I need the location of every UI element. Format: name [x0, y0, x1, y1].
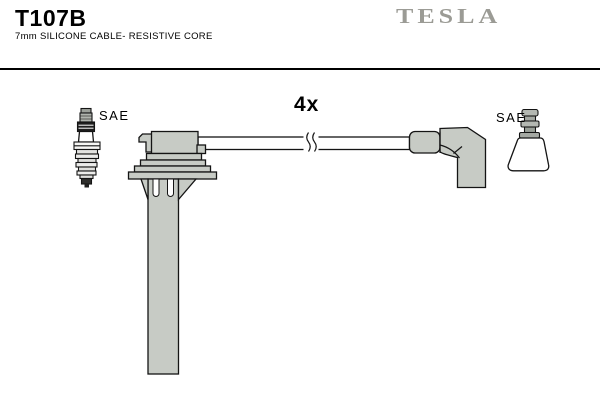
sae-label-right: SAE	[496, 110, 527, 125]
elbow-boot-icon	[408, 126, 487, 189]
sae-label-left: SAE	[99, 108, 130, 123]
distributor-boot-icon	[507, 108, 550, 172]
quantity-label: 4x	[294, 93, 320, 116]
coil-boot-icon	[127, 130, 218, 375]
header-divider	[0, 68, 600, 70]
cable-break-icon	[303, 132, 319, 152]
part-number: T107B	[15, 5, 87, 31]
spark-plug-icon	[73, 107, 101, 188]
part-subtitle: 7mm SILICONE CABLE- RESISTIVE CORE	[15, 31, 213, 42]
brand-logo: TESLA	[396, 4, 502, 28]
